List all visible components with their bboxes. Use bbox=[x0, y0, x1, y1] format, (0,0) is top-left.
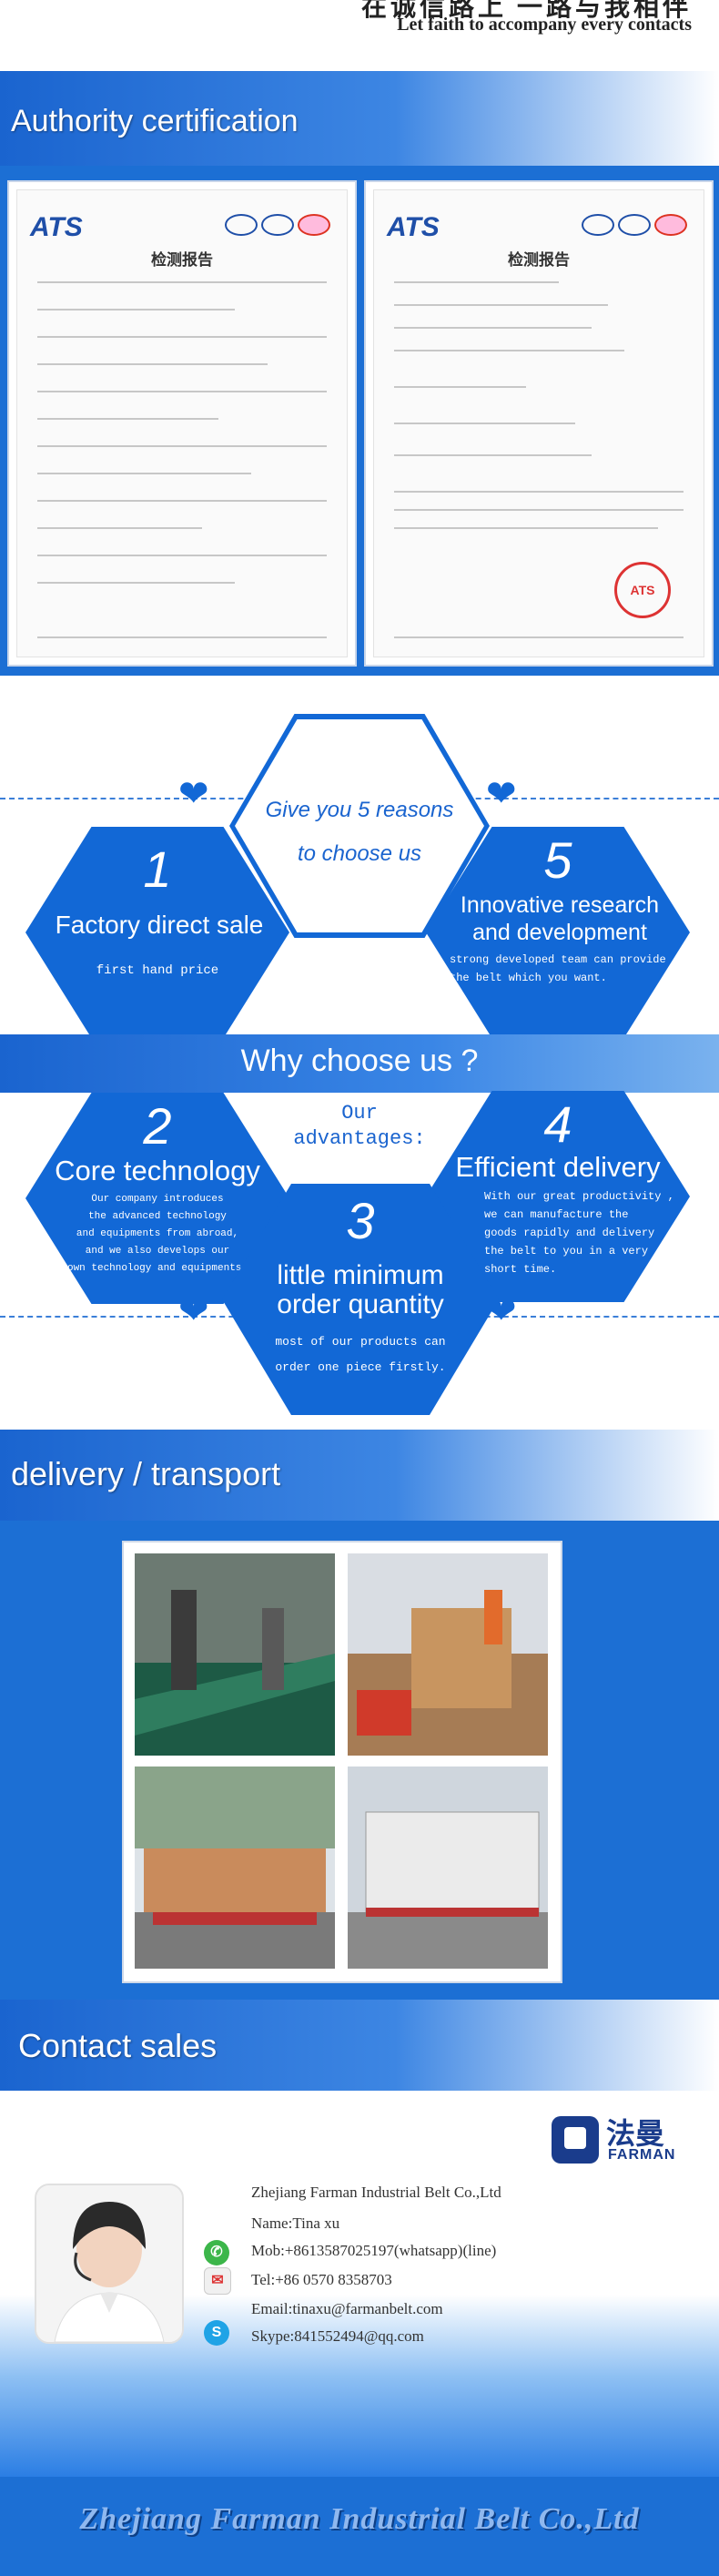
reason-2-desc-line1: Our company introduces bbox=[91, 1194, 224, 1205]
farman-logo-cn: 法曼 bbox=[606, 2117, 665, 2150]
certificate-card-2: ATS 检测报告 ATS bbox=[364, 180, 714, 667]
delivery-photo-4 bbox=[348, 1767, 548, 1969]
reason-2-desc-line5: own technology and equipments. bbox=[66, 1263, 248, 1274]
contact-mobile: Mob:+8613587025197(whatsapp)(line) bbox=[251, 2242, 497, 2259]
footer-bar bbox=[0, 2477, 719, 2576]
delivery-photo-3 bbox=[135, 1767, 335, 1969]
reason-5-title-line1: Innovative research bbox=[460, 892, 660, 918]
contact-title: Contact sales bbox=[18, 2027, 218, 2064]
ats-logo: ATS bbox=[30, 212, 83, 242]
advantages-line-2: advantages: bbox=[293, 1127, 426, 1150]
delivery-banner: delivery / transport bbox=[0, 1430, 719, 1524]
reason-4-desc-line2: we can manufacture the bbox=[484, 1208, 629, 1221]
accreditation-logos bbox=[578, 214, 687, 240]
why-choose-us-bar bbox=[0, 1034, 719, 1093]
contact-company: Zhejiang Farman Industrial Belt Co.,Ltd bbox=[251, 2184, 501, 2201]
reason-5-title-line2: and development bbox=[472, 920, 647, 945]
certificate-title: 检测报告 bbox=[151, 251, 213, 269]
mail-icon: ✉ bbox=[204, 2267, 231, 2295]
reason-2-title: Core technology bbox=[55, 1155, 260, 1186]
reason-5-desc-line2: the belt which you want. bbox=[450, 972, 607, 984]
skype-icon: S bbox=[204, 2320, 229, 2346]
delivery-title: delivery / transport bbox=[11, 1455, 281, 1492]
contact-tel: Tel:+86 0570 8358703 bbox=[251, 2271, 392, 2288]
tagline-en: Let faith to accompany every contacts bbox=[397, 15, 692, 35]
certificate-card-1: ATS 检测报告 bbox=[7, 180, 357, 667]
contact-skype: Skype:841552494@qq.com bbox=[251, 2327, 424, 2345]
reason-2-desc-line4: and we also develops our bbox=[85, 1246, 230, 1257]
intro-line-2: to choose us bbox=[297, 841, 422, 866]
reason-5-desc-line1: strong developed team can provide bbox=[450, 953, 666, 966]
reason-2-number: 2 bbox=[143, 1097, 172, 1155]
reason-4-desc-line1: With our great productivity , bbox=[484, 1190, 674, 1203]
certificate-area: ATS 检测报告 ATS 检测报告 bbox=[0, 166, 719, 676]
whatsapp-icon: ✆ bbox=[204, 2240, 229, 2265]
contact-email[interactable]: Email:tinaxu@farmanbelt.com bbox=[251, 2300, 443, 2317]
reason-1-number: 1 bbox=[143, 840, 172, 898]
footer-company: Zhejiang Farman Industrial Belt Co.,Ltd bbox=[79, 2502, 640, 2536]
reason-5-number: 5 bbox=[543, 831, 572, 889]
reason-2-desc-line2: the advanced technology bbox=[88, 1211, 227, 1222]
farman-logo-en: FARMAN bbox=[608, 2147, 676, 2163]
reason-4-desc-line5: short time. bbox=[484, 1263, 557, 1276]
sales-avatar bbox=[35, 2184, 184, 2344]
top-tagline-strip: 在诚信路上 一路与我相伴 Let faith to accompany ever… bbox=[0, 0, 719, 75]
contact-banner: Contact sales bbox=[0, 2000, 719, 2094]
reason-3-desc-line1: most of our products can bbox=[275, 1335, 446, 1349]
reason-4-desc-line4: the belt to you in a very bbox=[484, 1245, 649, 1257]
heart-icon: ❤ bbox=[178, 774, 209, 814]
reason-2-desc-line3: and equipments from abroad, bbox=[76, 1228, 239, 1239]
accreditation-logos bbox=[221, 214, 330, 240]
reason-3-title-line2: order quantity bbox=[277, 1289, 444, 1319]
delivery-photo-2 bbox=[348, 1553, 548, 1756]
certificate-title: 检测报告 bbox=[508, 251, 570, 269]
reason-1-title: Factory direct sale bbox=[55, 911, 264, 939]
reason-4-desc-line3: goods rapidly and delivery bbox=[484, 1227, 655, 1239]
farman-logo: 法曼 FARMAN bbox=[552, 2111, 712, 2174]
authority-title: Authority certification bbox=[11, 104, 299, 138]
ats-logo: ATS bbox=[387, 212, 440, 242]
intro-line-1: Give you 5 reasons bbox=[265, 798, 454, 822]
reason-1-desc: first hand price bbox=[96, 963, 219, 978]
heart-icon: ❤ bbox=[486, 774, 517, 814]
reason-3-hexagon bbox=[222, 1184, 499, 1415]
delivery-photo-1 bbox=[135, 1553, 335, 1756]
advantages-line-1: Our bbox=[341, 1102, 378, 1125]
red-seal-stamp: ATS bbox=[614, 562, 671, 618]
reason-3-number: 3 bbox=[346, 1192, 375, 1249]
tagline-cn: 在诚信路上 一路与我相伴 bbox=[360, 0, 692, 22]
reason-3-title-line1: little minimum bbox=[277, 1260, 444, 1290]
delivery-photo-grid bbox=[122, 1541, 562, 1983]
why-choose-us-title: Why choose us ? bbox=[240, 1044, 479, 1078]
reason-4-title: Efficient delivery bbox=[455, 1151, 661, 1183]
contact-name: Name:Tina xu bbox=[251, 2215, 340, 2232]
authority-banner: Authority certification bbox=[0, 71, 719, 166]
reason-4-number: 4 bbox=[543, 1095, 572, 1153]
reason-3-desc-line2: order one piece firstly. bbox=[275, 1360, 446, 1374]
